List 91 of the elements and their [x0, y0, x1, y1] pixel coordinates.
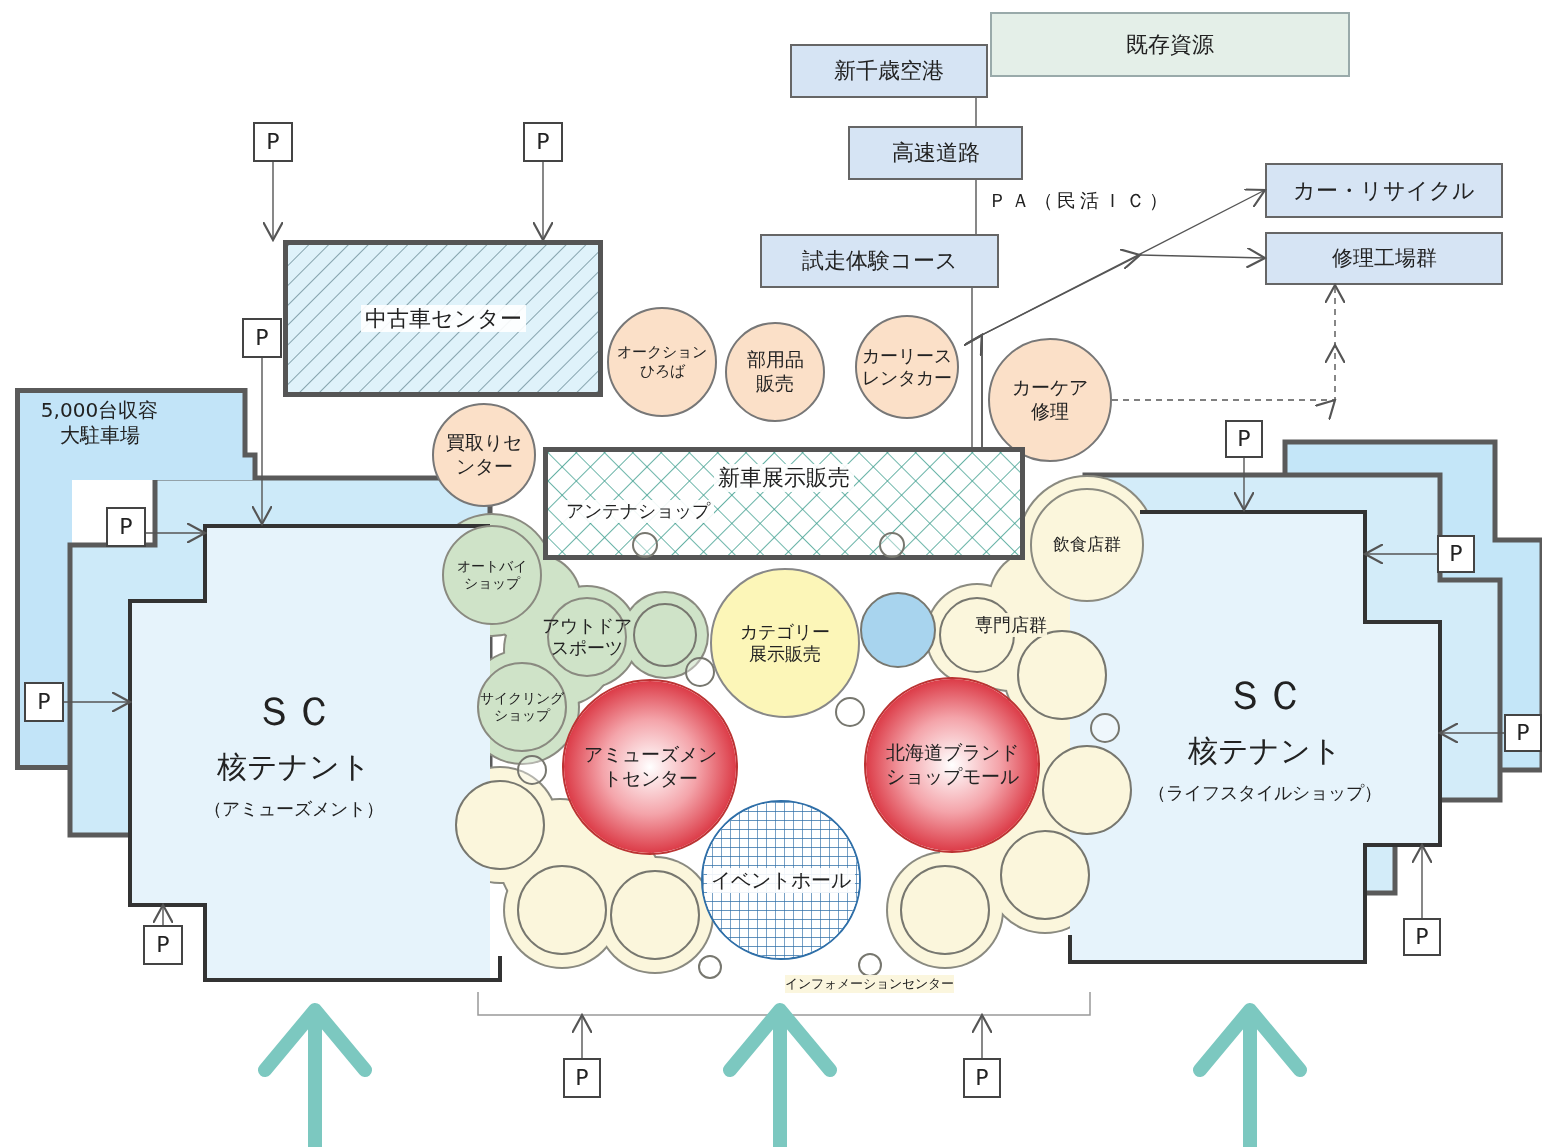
arrow [970, 1013, 994, 1059]
area-label: イベントホール [707, 867, 855, 893]
connector-line [975, 179, 977, 235]
area-label: オークションひろば [616, 343, 708, 381]
arrow [570, 1013, 594, 1059]
parking-sign [563, 1058, 601, 1098]
arrow [531, 161, 555, 242]
area-subtitle: （アミューズメント） [204, 797, 384, 820]
area-label: 新車展示販売 [714, 464, 854, 492]
area-label: オートバイショップ [456, 557, 528, 593]
parking-letter: P [266, 128, 280, 156]
parking-sign [1225, 420, 1263, 458]
place-box [1265, 232, 1503, 285]
parking-sign [24, 682, 64, 722]
area-label: 専門店群 [975, 613, 1047, 637]
parking-letter: P [255, 324, 269, 352]
area-label: 飲食店群 [1052, 534, 1122, 556]
circle-shape [835, 697, 865, 727]
area-subtitle: 核テナント [1188, 732, 1342, 770]
parking-letter: P [1237, 425, 1251, 453]
parking-sign [106, 507, 146, 547]
arrow [1232, 457, 1256, 512]
parking-sign [523, 122, 563, 162]
area-label: 修理工場群 [1331, 245, 1437, 272]
parking-sign [242, 318, 282, 358]
area-label: 買取りセンター [445, 431, 523, 479]
area-label: アミューズメントセンター [582, 743, 718, 791]
area-label: カーケア修理 [1011, 376, 1089, 424]
parking-letter: P [1449, 540, 1463, 568]
area-label: 既存資源 [1126, 30, 1214, 59]
area-label: ＳＣ [1225, 671, 1305, 720]
connector-line [975, 97, 977, 127]
parking-sign [143, 925, 183, 965]
parking-area [15, 388, 258, 480]
parking-sign [253, 122, 293, 162]
circle-shape [1090, 713, 1120, 743]
area-label: 部用品販売 [745, 348, 805, 396]
parking-letter: P [37, 688, 51, 716]
place-box [848, 126, 1023, 180]
arrow [964, 248, 1267, 448]
connector-line [971, 287, 973, 448]
parking-letter: P [156, 931, 170, 959]
parking-sign [963, 1058, 1001, 1098]
arrow [1363, 542, 1438, 566]
parking-letter: P [536, 128, 550, 156]
area-label: アウトドアスポーツ [541, 614, 633, 660]
area-label: 北海道ブランドショップモール [884, 741, 1020, 789]
area-label: ＳＣ [254, 687, 334, 736]
area-label: 試走体験コース [801, 247, 958, 275]
hatched-area [543, 447, 1025, 560]
circle-shape [517, 755, 547, 785]
area-label: 中古車センター [360, 304, 526, 333]
area-label: 新千歳空港 [834, 57, 944, 85]
parking-sign [1504, 714, 1542, 752]
arrow [63, 690, 132, 714]
area-label: 高速道路 [891, 139, 980, 167]
arrow [1410, 843, 1434, 919]
parking-letter: P [1415, 923, 1429, 951]
arrow [250, 357, 274, 526]
parking-letter: P [1516, 719, 1530, 747]
parking-sign [1403, 918, 1441, 956]
arrow [151, 903, 175, 926]
place-box [760, 234, 999, 288]
area-subtitle: 核テナント [217, 748, 371, 786]
circle-shape [698, 955, 722, 979]
feature-circle [562, 679, 738, 855]
hatched-area [283, 240, 603, 397]
area-label: カーリースレンタカー [861, 344, 953, 390]
circle-shape [632, 532, 658, 558]
arrow [1438, 721, 1505, 745]
circle-shape [685, 657, 715, 687]
arrow [1111, 283, 1345, 420]
area-label: カー・リサイクル [1293, 176, 1475, 205]
area-subtitle: （ライフスタイルショップ） [1148, 781, 1382, 804]
area-label: カテゴリー展示販売 [739, 620, 831, 666]
parking-sign [1437, 535, 1475, 573]
area-label: インフォメーションセンター [785, 975, 954, 993]
area-label: サイクリングショップ [479, 689, 565, 725]
arrow [261, 161, 285, 242]
hatched-circle [701, 800, 861, 960]
parking-letter: P [119, 513, 133, 541]
area-label: 5,000台収容大駐車場 [39, 398, 160, 448]
resource-band [990, 12, 1350, 77]
place-box [790, 44, 988, 98]
parking-letter: P [575, 1064, 589, 1092]
arrow [145, 521, 207, 545]
circle-shape [879, 532, 905, 558]
area-subtitle: アンテナショップ [562, 500, 714, 523]
place-box [1265, 163, 1503, 218]
feature-circle [864, 677, 1040, 853]
parking-letter: P [975, 1064, 989, 1092]
